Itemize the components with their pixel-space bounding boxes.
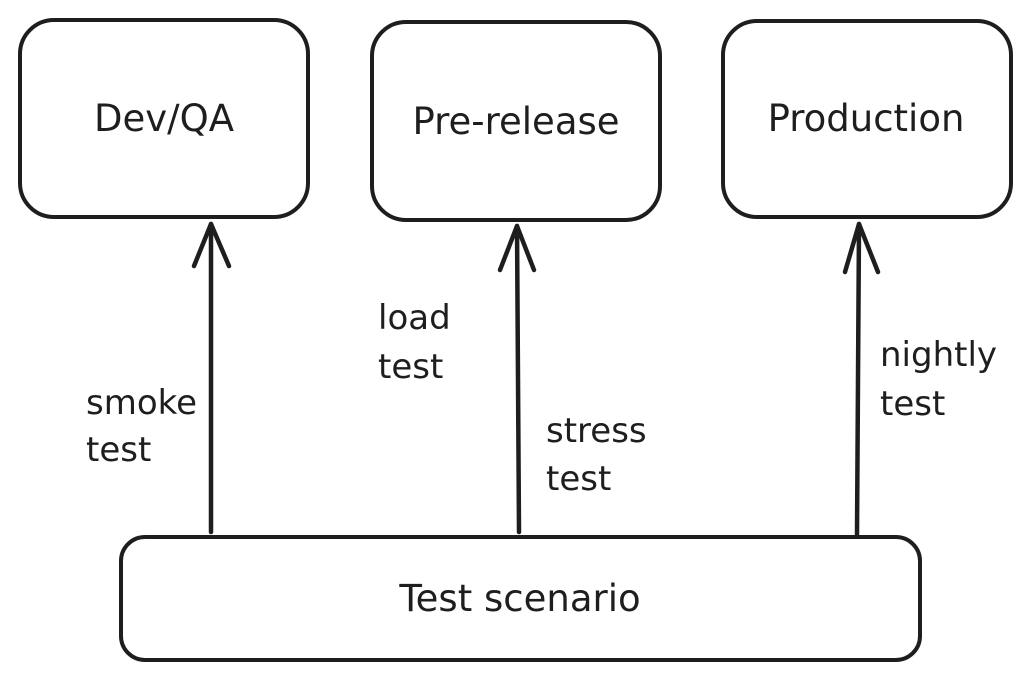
scenario-box [119, 535, 922, 662]
nightly-test-label: nightly test [880, 335, 997, 424]
load-test-line2: test [378, 347, 443, 387]
load-test-label: load test [378, 298, 451, 387]
smoke-test-label: smoke test [86, 383, 197, 470]
scenario-node[interactable]: Test scenario [119, 535, 922, 662]
production-box [721, 19, 1013, 219]
production-label: Production [768, 97, 965, 140]
prerelease-box [370, 20, 662, 222]
load-test-line1: load [378, 298, 451, 338]
arrow-to-prerelease-line [514, 223, 522, 535]
smoke-test-line1: smoke [86, 383, 197, 423]
arrow-to-prerelease[interactable] [497, 223, 537, 535]
smoke-test-line2: test [86, 430, 151, 470]
production-node[interactable]: Production [721, 19, 1013, 219]
arrow-to-devqa-head [191, 221, 232, 269]
arrow-to-prerelease-head [497, 223, 537, 273]
prerelease-node[interactable]: Pre-release [370, 20, 662, 222]
stress-test-label: stress test [546, 411, 647, 499]
nightly-test-line1: nightly [880, 335, 997, 375]
scenario-label: Test scenario [398, 577, 640, 620]
stress-test-line2: test [546, 459, 611, 499]
arrow-to-devqa[interactable] [191, 221, 232, 535]
devqa-label: Dev/QA [94, 97, 234, 140]
arrow-to-production-head [842, 221, 881, 275]
devqa-box [18, 18, 310, 219]
arrow-to-production[interactable] [842, 221, 881, 537]
nightly-test-line2: test [880, 384, 945, 424]
prerelease-label: Pre-release [412, 100, 619, 143]
devqa-node[interactable]: Dev/QA [18, 18, 310, 219]
stress-test-line1: stress [546, 411, 647, 451]
arrow-to-production-line [854, 221, 862, 537]
